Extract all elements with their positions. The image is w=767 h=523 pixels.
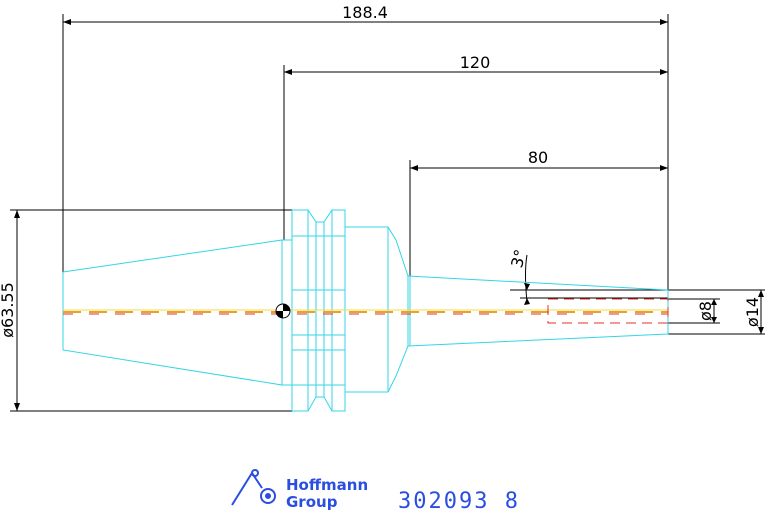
dimension-120: 120 bbox=[283, 53, 668, 240]
dim-text-bore-diameter: ø8 bbox=[696, 301, 715, 321]
logo-text-line2: Group bbox=[286, 493, 338, 511]
dim-text-length-taper: 80 bbox=[528, 148, 548, 167]
dim-text-tip-diameter: ø14 bbox=[743, 297, 762, 327]
part-number: 302093 8 bbox=[398, 489, 520, 514]
dim-text-total-length: 188.4 bbox=[342, 3, 388, 22]
centerline bbox=[63, 309, 668, 315]
gauge-point-symbol bbox=[275, 303, 291, 319]
dimension-taper-angle: 3° bbox=[507, 247, 668, 305]
dimension-flange-diameter: ø63.55 bbox=[0, 209, 292, 412]
hoffmann-group-logo: Hoffmann Group bbox=[231, 469, 368, 511]
logo-text-line1: Hoffmann bbox=[286, 476, 368, 494]
dim-text-flange-diameter: ø63.55 bbox=[0, 282, 17, 338]
dimension-bore-diameter: ø8 bbox=[660, 298, 720, 324]
dimension-80: 80 bbox=[409, 148, 668, 276]
bore-hidden-lines bbox=[547, 298, 669, 324]
dim-text-taper-angle: 3° bbox=[507, 247, 530, 269]
dim-text-length-mid: 120 bbox=[460, 53, 491, 72]
dimension-tip-diameter: ø14 bbox=[668, 289, 765, 335]
dimension-188-4: 188.4 bbox=[62, 3, 669, 290]
logo-mark-icon bbox=[231, 469, 276, 506]
